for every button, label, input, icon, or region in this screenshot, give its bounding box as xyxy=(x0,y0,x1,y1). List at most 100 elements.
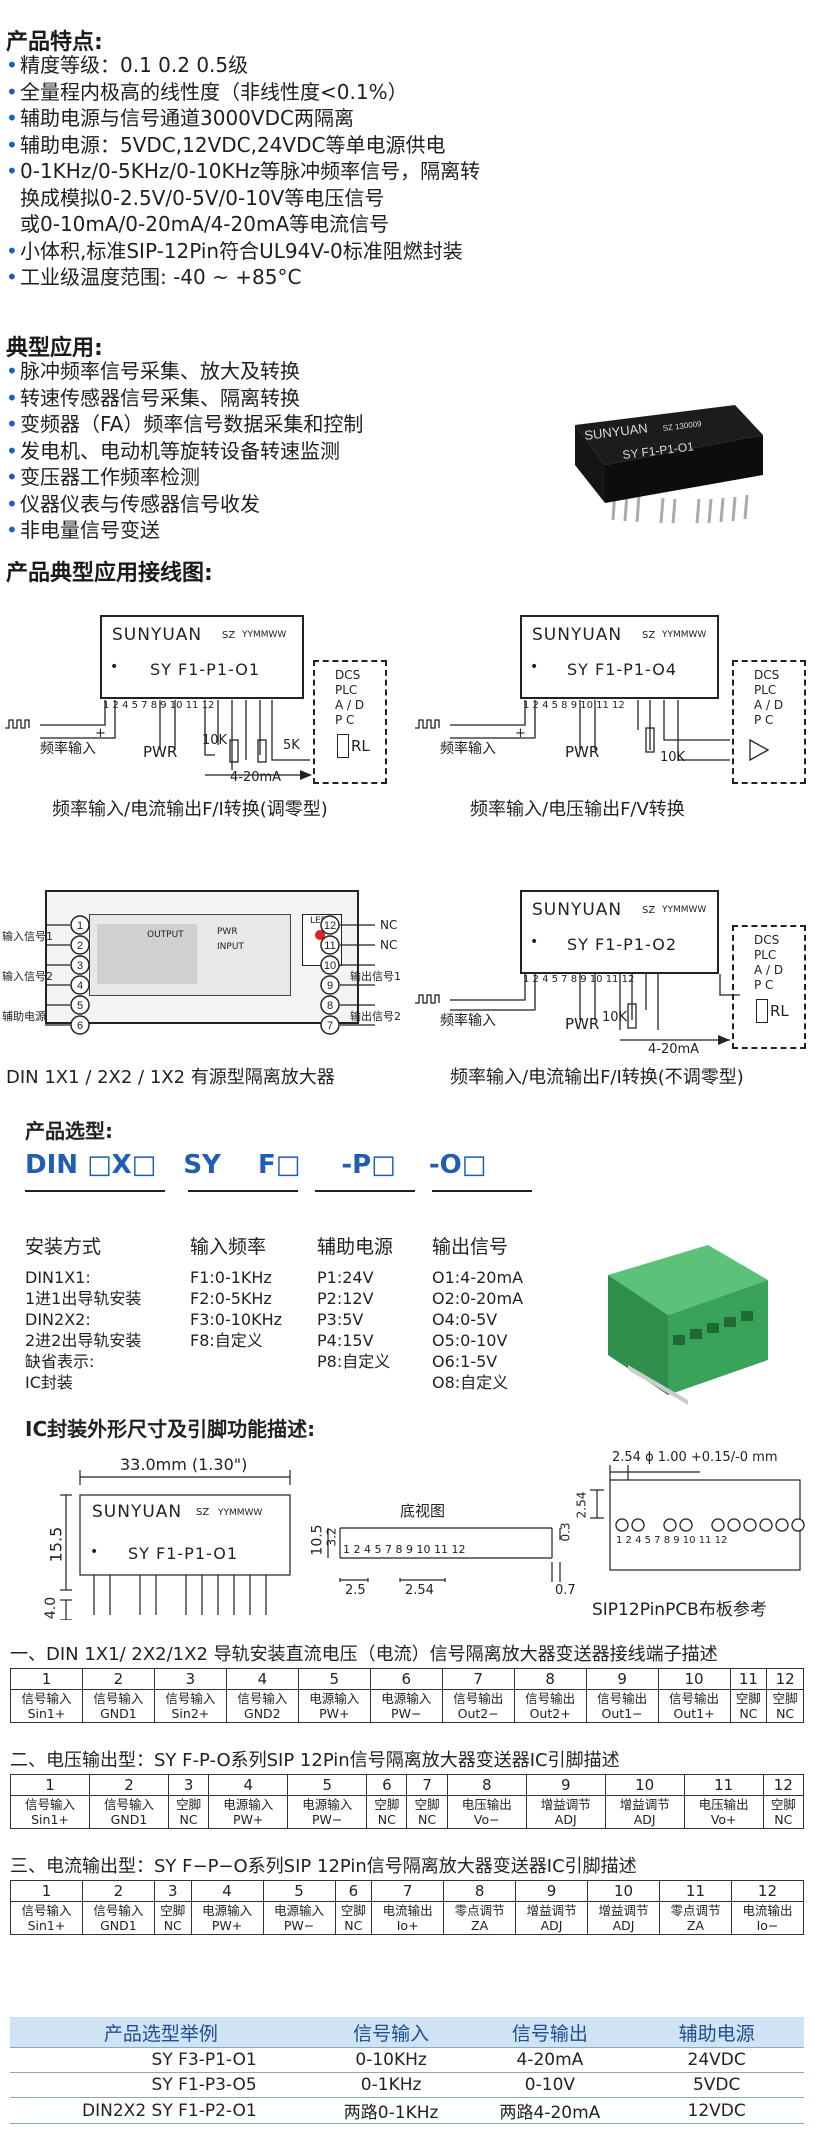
features-list: •精度等级：0.1 0.2 0.5级 •全量程内极高的线性度（非线性度<0.1%… xyxy=(6,52,480,291)
list-item: •发电机、电动机等旋转设备转速监测 xyxy=(6,438,340,463)
pin-number: 7 xyxy=(406,1774,448,1796)
pin-number: 2 xyxy=(81,1880,155,1902)
din-module: OUTPUT INPUT PWR LED xyxy=(45,890,359,1024)
list-item: •转速传感器信号采集、隔离转换 xyxy=(6,385,300,410)
pin-number: 4 xyxy=(208,1774,289,1796)
pin-number: 9 xyxy=(525,1774,606,1796)
list-item: •脉冲频率信号采集、放大及转换 xyxy=(6,359,300,383)
pin-table-3-title: 三、电流输出型：SY F−P−O系列SIP 12Pin信号隔离放大器变送器IC引… xyxy=(10,1856,637,1877)
wiring-lines xyxy=(5,700,312,780)
list-item: •变频器（FA）频率信号数据采集和控制 xyxy=(6,412,364,436)
wiring-diagram-4: SUNYUAN SZ YYMMWW • SY F1-P1-O2 1 2 4 5 … xyxy=(410,870,815,1100)
svg-text:3: 3 xyxy=(77,960,83,972)
list-item: •非电量信号变送 xyxy=(6,518,160,542)
list-item: •辅助电源：5VDC,12VDC,24VDC等单电源供电 xyxy=(6,132,446,157)
features-title: 产品特点: xyxy=(6,30,103,55)
pin-number: 12 xyxy=(766,1668,804,1690)
pin-number: 6 xyxy=(366,1774,408,1796)
svg-text:1: 1 xyxy=(77,920,83,932)
pin-number: 8 xyxy=(443,1880,517,1902)
pin-number: 3 xyxy=(167,1774,210,1796)
pin-number: 1 xyxy=(10,1774,90,1796)
pin-number: 11 xyxy=(729,1668,768,1690)
dimensions-title: IC封装外形尺寸及引脚功能描述: xyxy=(25,1417,316,1441)
pin-number: 2 xyxy=(81,1668,155,1690)
svg-text:6: 6 xyxy=(77,1020,83,1032)
svg-text:9: 9 xyxy=(327,980,333,992)
pin-number: 6 xyxy=(369,1668,443,1690)
pin-number: 8 xyxy=(513,1668,587,1690)
led-icon xyxy=(315,930,325,940)
pin-number: 12 xyxy=(730,1880,805,1902)
list-item: •全量程内极高的线性度（非线性度<0.1%） xyxy=(6,79,408,104)
pin-number: 10 xyxy=(604,1774,685,1796)
pin-number: 1 xyxy=(10,1880,83,1902)
pin-number: 3 xyxy=(153,1880,192,1902)
diagram-caption: 频率输入/电流输出F/I转换(调零型) xyxy=(52,799,328,820)
list-item: •辅助电源与信号通道3000VDC两隔离 xyxy=(6,106,354,130)
list-item: •工业级温度范围: -40 ~ +85°C xyxy=(6,265,302,289)
din-module-photo xyxy=(608,1245,768,1405)
svg-text:5: 5 xyxy=(77,1000,83,1012)
pin-number: 10 xyxy=(657,1668,731,1690)
pin-number: 1 xyxy=(10,1668,83,1690)
svg-text:4: 4 xyxy=(77,980,83,992)
applications-list: •脉冲频率信号采集、放大及转换 •转速传感器信号采集、隔离转换 •变频器（FA）… xyxy=(6,358,363,544)
svg-text:7: 7 xyxy=(327,1020,333,1032)
svg-text:8: 8 xyxy=(327,1000,333,1012)
list-item: 换成模拟0-2.5V/0-5V/0-10V等电压信号 xyxy=(20,185,385,210)
pin-number: 6 xyxy=(334,1880,373,1902)
list-item: •精度等级：0.1 0.2 0.5级 xyxy=(6,53,249,77)
pin-table-2-title: 二、电压输出型：SY F-P-O系列SIP 12Pin信号隔离放大器变送器IC引… xyxy=(10,1750,620,1771)
pin-number: 10 xyxy=(587,1880,660,1902)
chip-outline: SUNYUAN SZ YYMMWW • SY F1-P1-O1 xyxy=(100,615,304,699)
pin-number: 12 xyxy=(762,1774,805,1796)
pin-number: 9 xyxy=(515,1880,589,1902)
column-header: 信号输出 xyxy=(470,2017,630,2048)
pin-number: 5 xyxy=(297,1668,371,1690)
svg-text:2: 2 xyxy=(77,940,83,952)
column-header: 产品选型举例 xyxy=(10,2017,312,2048)
applications-title: 典型应用: xyxy=(6,336,103,361)
power-column: 辅助电源 P1:24V P2:12V P3:5V P4:15V P8:自定义 xyxy=(317,1236,394,1371)
list-item: •小体积,标准SIP-12Pin符合UL94V-0标准阻燃封装 xyxy=(6,238,463,263)
pin-number: 11 xyxy=(659,1880,732,1902)
pin-number: 8 xyxy=(446,1774,527,1796)
install-column: 安装方式 DIN1X1: 1进1出导轨安装 DIN2X2: 2进2出导轨安装 缺… xyxy=(25,1236,142,1392)
selection-code: DIN □X□ SY F□ -P□ -O□ xyxy=(25,1150,487,1180)
diagram-caption: DIN 1X1 / 2X2 / 1X2 有源型隔离放大器 xyxy=(6,1067,335,1088)
